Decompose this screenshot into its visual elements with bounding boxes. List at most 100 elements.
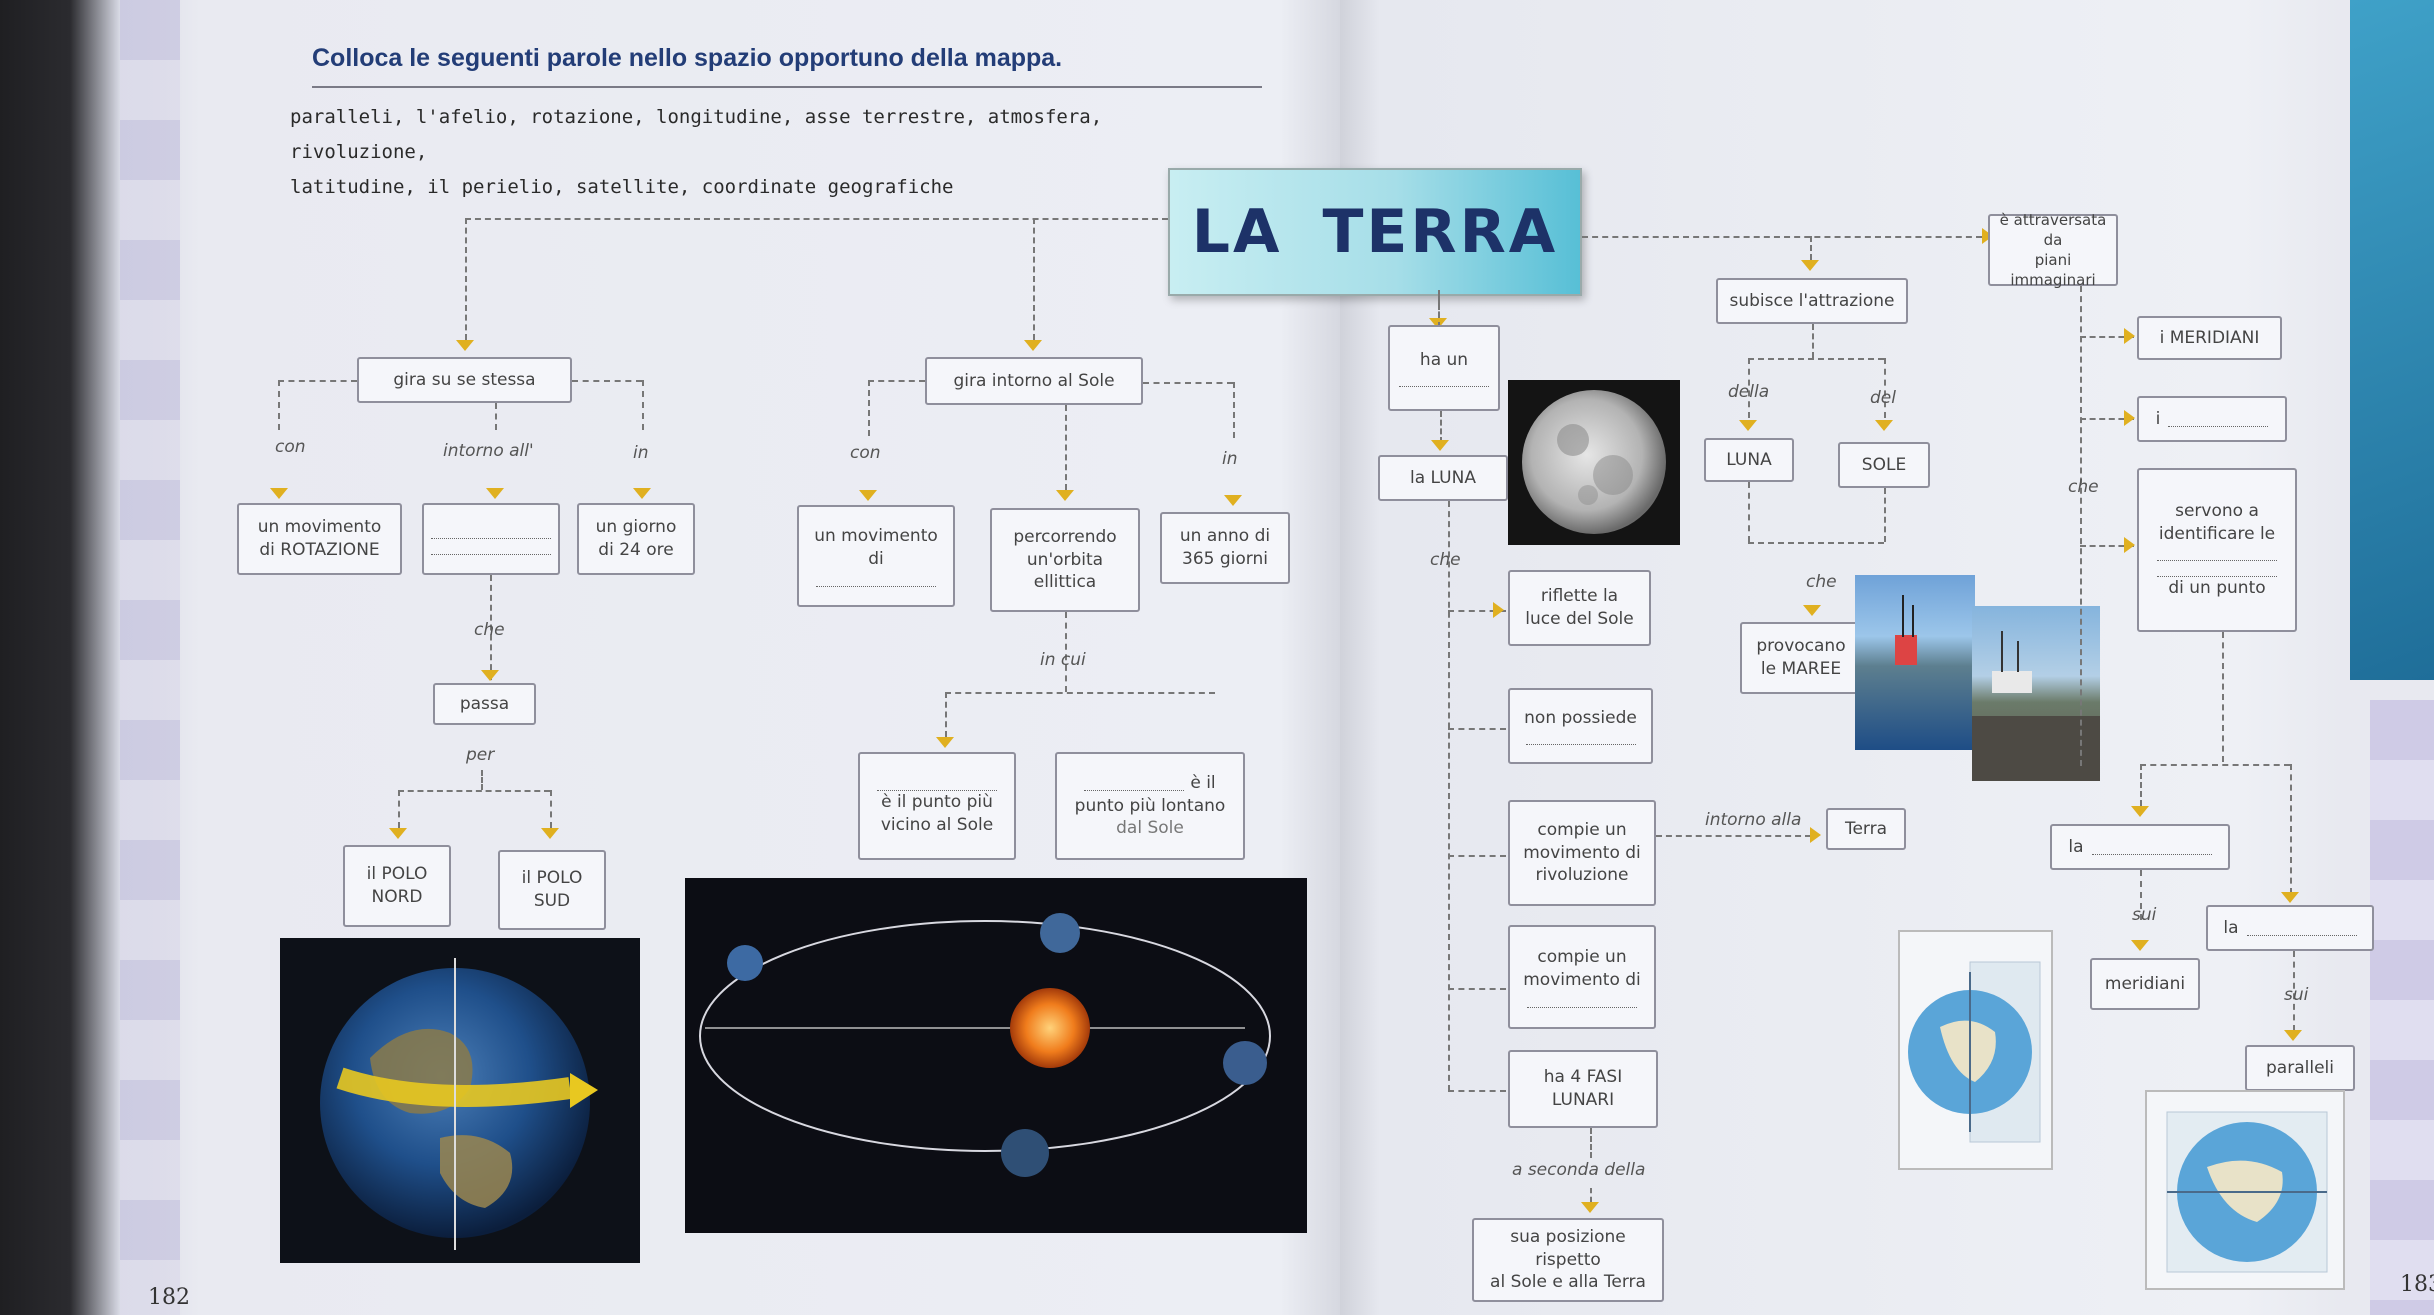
connector-line — [1884, 358, 1886, 418]
central-title-word-la: LA — [1191, 197, 1283, 267]
concept-gira-intorno-sole: gira intorno al Sole — [925, 357, 1143, 405]
fill-blank[interactable] — [431, 539, 551, 555]
concept-polo-nord: il POLO NORD — [343, 845, 451, 927]
concept-movimento-rivoluzione-blank[interactable]: un movimento di — [797, 505, 955, 607]
moon-photo — [1508, 380, 1680, 545]
connector-line — [572, 380, 642, 382]
concept-text: un'orbita — [1026, 549, 1104, 570]
connector-line — [1448, 855, 1506, 857]
blank-row: i — [2156, 408, 2269, 431]
connector-line — [1748, 482, 1750, 542]
fill-blank[interactable] — [1525, 729, 1636, 746]
label-in-cui: in cui — [1040, 650, 1086, 670]
fill-blank[interactable] — [877, 775, 997, 792]
connector-line — [1590, 1188, 1592, 1202]
label-per: per — [466, 745, 495, 765]
fill-blank[interactable] — [816, 571, 936, 587]
concept-perielio-blank[interactable]: è il punto più vicino al Sole — [858, 752, 1016, 860]
concept-text: ha 4 FASI — [1543, 1067, 1623, 1088]
concept-text: gira intorno al Sole — [953, 370, 1115, 391]
connector-line — [1448, 501, 1450, 1091]
connector-line — [945, 692, 947, 737]
connector-line — [1448, 728, 1506, 730]
concept-text: meridiani — [2104, 973, 2186, 994]
concept-passa: passa — [433, 683, 536, 725]
label-sui: sui — [2132, 905, 2157, 925]
arrow-right-icon — [1982, 228, 1993, 244]
arrow-right-icon — [1493, 602, 1504, 618]
connector-line — [1748, 358, 1750, 418]
fill-blank[interactable] — [2168, 411, 2269, 427]
connector-line — [1438, 290, 1440, 328]
concept-luna: LUNA — [1704, 438, 1794, 482]
connector-line — [2080, 418, 2134, 420]
connector-line — [1748, 358, 1884, 360]
arrow-down-icon — [859, 490, 877, 501]
fill-blank[interactable] — [1084, 775, 1185, 792]
arrow-down-icon — [1431, 440, 1449, 451]
concept-text: compie un — [1537, 819, 1627, 840]
fill-blank[interactable] — [431, 523, 551, 539]
arrow-down-icon — [541, 828, 559, 839]
arrow-down-icon — [936, 737, 954, 748]
concept-maree: provocano le MAREE — [1740, 622, 1862, 694]
arrow-down-icon — [456, 340, 474, 351]
blank-row: la — [2223, 917, 2357, 940]
concept-text: è il — [1190, 772, 1216, 793]
concept-text: ha un — [1419, 349, 1469, 370]
concept-text: un anno di — [1179, 526, 1271, 547]
concept-text: le MAREE — [1760, 659, 1842, 679]
concept-movimento-rotazione-luna-blank[interactable]: compie un movimento di — [1508, 925, 1656, 1029]
concept-coordinate-blank[interactable]: servono a identificare le di un punto — [2137, 468, 2297, 632]
concept-ha-un-blank[interactable]: ha un — [1388, 325, 1500, 411]
connector-line — [550, 790, 552, 828]
label-intorno-all: intorno all' — [443, 441, 534, 461]
connector-line — [2080, 336, 2134, 338]
concept-paralleli-blank[interactable]: i — [2137, 396, 2287, 442]
concept-terra: Terra — [1826, 808, 1906, 850]
earth-illustration — [320, 958, 598, 1250]
label-con: con — [275, 437, 306, 457]
parallels-globe-image — [2145, 1090, 2345, 1290]
concept-text: compie un — [1537, 947, 1627, 968]
concept-anno-365: un anno di 365 giorni — [1160, 512, 1290, 584]
concept-text: al Sole e alla Terra — [1490, 1272, 1646, 1293]
blank-box-asse-terrestre[interactable] — [422, 503, 560, 575]
connector-line — [868, 380, 870, 436]
label-che: che — [1430, 550, 1461, 570]
connector-line — [398, 790, 400, 828]
connector-line — [278, 380, 357, 382]
label-del: del — [1870, 388, 1896, 408]
connector-line — [481, 770, 483, 790]
arrow-down-icon — [2131, 940, 2149, 951]
arrow-right-icon — [2124, 328, 2135, 344]
concept-latitudine-blank[interactable]: la — [2050, 824, 2230, 870]
arrow-down-icon — [481, 670, 499, 681]
label-a-seconda-della: a seconda della — [1512, 1160, 1646, 1180]
concept-text: la — [2223, 917, 2239, 938]
concept-text: i — [2155, 408, 2161, 429]
connector-line — [2293, 951, 2295, 1031]
arrow-down-icon — [389, 828, 407, 839]
arrow-down-icon — [633, 488, 651, 499]
concept-text: un giorno — [595, 517, 677, 538]
concept-text: paralleli — [2266, 1057, 2334, 1078]
fill-blank[interactable] — [2246, 920, 2357, 936]
fill-blank[interactable] — [1527, 992, 1637, 1008]
arrow-down-icon — [1875, 420, 1893, 431]
connector-line — [1582, 236, 1982, 238]
concept-longitudine-blank[interactable]: la — [2206, 905, 2374, 951]
low-tide-photo — [1972, 606, 2100, 781]
earth-orbit-photo — [685, 878, 1307, 1233]
fill-blank[interactable] — [1399, 371, 1489, 388]
fill-blank[interactable] — [2091, 839, 2212, 855]
concept-text: SUD — [533, 891, 571, 911]
concept-text: subisce l'attrazione — [1729, 290, 1895, 311]
fill-blank[interactable] — [2157, 545, 2277, 562]
concept-afelio-blank[interactable]: è il punto più lontano dal Sole — [1055, 752, 1245, 860]
fill-blank[interactable] — [2157, 561, 2277, 578]
concept-text: Terra — [1844, 818, 1888, 839]
connector-line — [1810, 236, 1812, 260]
globe-illustration — [2166, 1111, 2328, 1273]
concept-non-possiede-blank[interactable]: non possiede — [1508, 688, 1653, 764]
